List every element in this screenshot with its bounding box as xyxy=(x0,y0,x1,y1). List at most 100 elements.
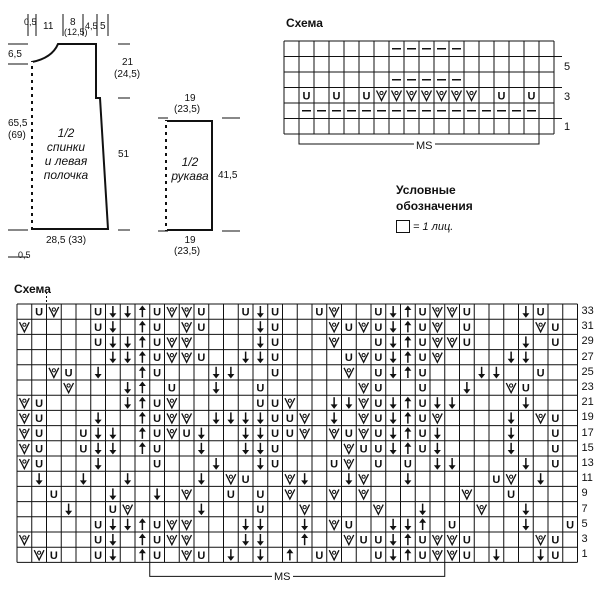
cluster-dot-mark xyxy=(424,90,429,96)
cluster-mark xyxy=(284,397,296,410)
cluster-dot-mark xyxy=(51,307,56,312)
down-arrow-head-mark xyxy=(79,480,87,485)
cluster-mark xyxy=(465,90,478,102)
cluster-dot-mark xyxy=(184,413,189,418)
down-arrow-head-mark xyxy=(242,419,250,425)
cluster-dot-mark xyxy=(332,550,337,555)
big-row-label: 15 xyxy=(581,441,594,454)
down-arrow-head-mark xyxy=(256,541,264,546)
width-label-45: 4,5 xyxy=(85,21,98,31)
down-arrow-head-mark xyxy=(492,374,500,379)
down-arrow-head-mark xyxy=(153,495,161,501)
cluster-dot-mark xyxy=(439,90,444,96)
yarn-over-mark: U xyxy=(345,519,353,531)
down-arrow-head-mark xyxy=(522,526,530,531)
up-arrow-head-mark xyxy=(138,396,146,402)
yarn-over-mark: U xyxy=(363,90,371,102)
yarn-over-mark: U xyxy=(551,550,559,562)
down-arrow-head-mark xyxy=(522,465,530,470)
cluster-mark xyxy=(166,337,178,349)
yarn-over-mark: U xyxy=(463,535,471,547)
down-arrow-head-mark xyxy=(478,374,486,379)
cluster-mark xyxy=(166,534,178,547)
down-arrow-head-mark xyxy=(65,510,73,516)
yarn-over-mark: U xyxy=(271,413,279,425)
down-arrow-head-mark xyxy=(522,510,530,516)
small-row-label-5: 5 xyxy=(564,61,571,73)
yarn-over-mark: U xyxy=(271,337,279,349)
yarn-over-mark: U xyxy=(360,535,368,547)
yarn-over-mark: U xyxy=(271,322,279,334)
cluster-dot-mark xyxy=(22,459,27,464)
up-arrow-head-mark xyxy=(404,411,412,417)
cluster-mark xyxy=(181,489,193,501)
cluster-dot-mark xyxy=(184,535,189,540)
up-arrow-head-mark xyxy=(301,533,309,538)
up-arrow-head-mark xyxy=(138,305,146,310)
cluster-mark xyxy=(299,504,311,516)
yarn-over-mark: U xyxy=(94,307,102,319)
yarn-over-mark: U xyxy=(374,535,382,547)
cluster-dot-mark xyxy=(169,429,174,434)
cluster-dot-mark xyxy=(361,489,366,494)
down-arrow-head-mark xyxy=(507,450,515,455)
yarn-over-mark: U xyxy=(256,489,264,501)
yarn-over-mark: U xyxy=(419,337,427,349)
yarn-over-mark: U xyxy=(315,307,323,319)
cluster-mark xyxy=(181,549,193,562)
yarn-over-mark: U xyxy=(419,307,427,319)
down-arrow-head-mark xyxy=(448,404,456,409)
cluster-mark xyxy=(18,443,30,455)
cluster-mark xyxy=(299,413,311,425)
cluster-mark xyxy=(431,549,443,562)
cluster-dot-mark xyxy=(51,368,56,373)
cluster-dot-mark xyxy=(184,322,189,327)
piece-label-line: 1/2 xyxy=(57,126,75,140)
yarn-over-mark: U xyxy=(35,413,43,425)
down-arrow-head-mark xyxy=(197,434,205,440)
down-arrow-head-mark xyxy=(389,450,397,455)
yarn-over-mark: U xyxy=(271,459,279,471)
cluster-mark xyxy=(343,443,355,455)
yarn-over-mark: U xyxy=(197,352,205,364)
down-arrow-head-mark xyxy=(522,343,530,349)
yarn-over-mark: U xyxy=(419,428,427,440)
down-arrow-head-mark xyxy=(124,358,132,364)
down-arrow-head-mark xyxy=(124,526,132,531)
down-arrow-head-mark xyxy=(256,343,264,349)
cluster-mark xyxy=(431,306,443,319)
cluster-dot-mark xyxy=(361,413,366,418)
cluster-dot-mark xyxy=(435,307,440,312)
up-arrow-head-mark xyxy=(404,320,412,326)
yarn-over-mark: U xyxy=(256,504,264,516)
cluster-mark xyxy=(358,473,370,486)
yarn-over-mark: U xyxy=(374,337,382,349)
cluster-mark xyxy=(431,534,443,547)
cluster-dot-mark xyxy=(361,383,366,388)
cluster-dot-mark xyxy=(184,489,189,494)
cluster-dot-mark xyxy=(184,353,189,358)
yarn-over-mark: U xyxy=(153,519,161,531)
cluster-mark xyxy=(181,519,193,531)
cluster-dot-mark xyxy=(22,535,27,540)
cluster-dot-mark xyxy=(435,322,440,327)
down-arrow-head-mark xyxy=(256,526,264,531)
down-arrow-head-mark xyxy=(124,480,132,485)
cluster-mark xyxy=(358,382,370,395)
cluster-mark xyxy=(372,504,384,516)
cluster-mark xyxy=(535,534,547,547)
cluster-dot-mark xyxy=(37,550,42,555)
cluster-mark xyxy=(122,504,134,516)
cluster-mark xyxy=(431,413,443,425)
down-arrow-head-mark xyxy=(227,374,235,379)
big-row-label: 27 xyxy=(581,350,594,363)
big-row-label: 23 xyxy=(581,381,594,393)
up-arrow-head-mark xyxy=(138,366,146,371)
yarn-over-mark: U xyxy=(153,428,161,440)
back-front-piece-label: 1/2 спинки и левая полочка xyxy=(40,126,92,182)
down-arrow-head-mark xyxy=(522,404,530,409)
yarn-over-mark: U xyxy=(153,352,161,364)
big-row-label: 11 xyxy=(581,472,593,485)
cluster-mark xyxy=(431,337,443,349)
small-grid-lines xyxy=(283,40,555,135)
